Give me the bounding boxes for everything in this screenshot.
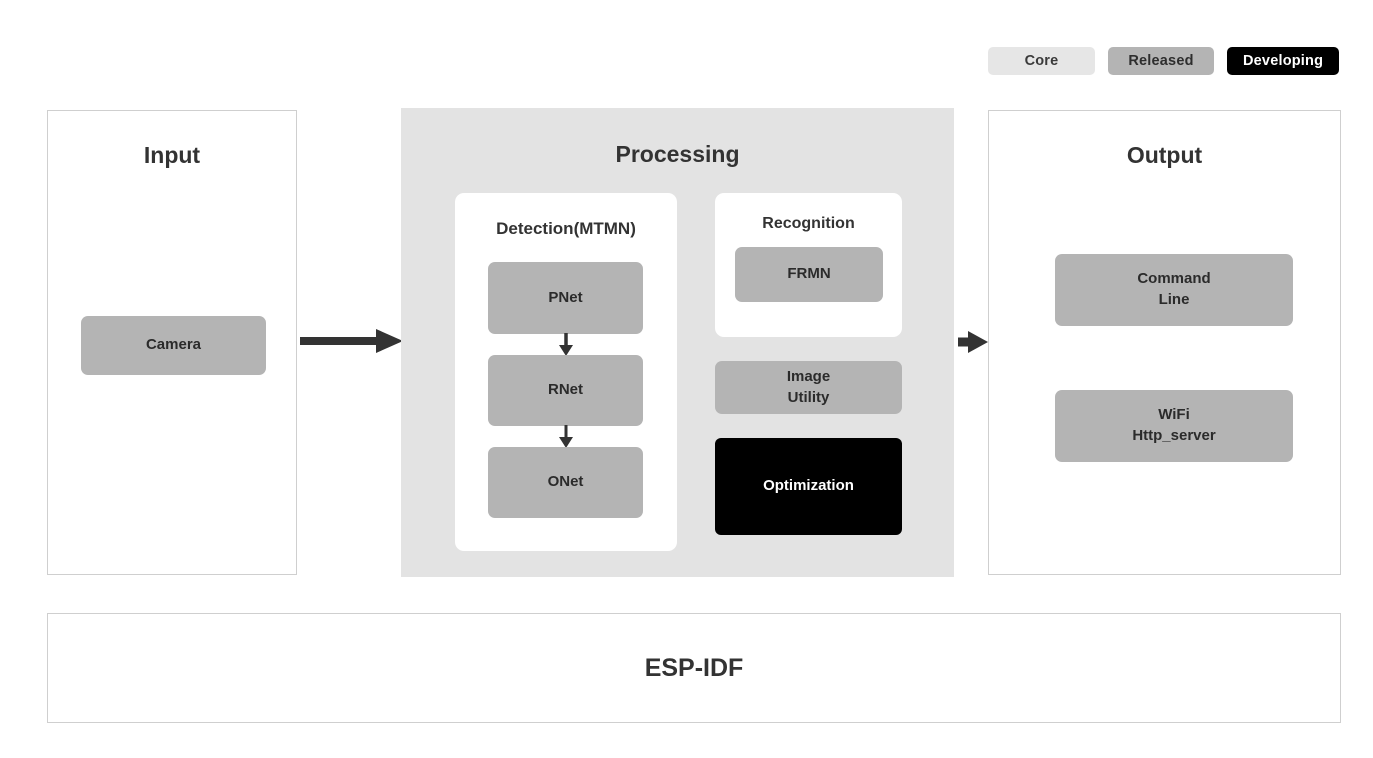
legend: Core Released Developing <box>988 47 1340 75</box>
arrow-pnet-to-rnet <box>558 333 574 362</box>
node-image-utility: Image Utility <box>715 361 902 414</box>
panel-processing: Processing Detection(MTMN) PNet RNet ONe… <box>401 108 954 577</box>
legend-chip-developing: Developing <box>1227 47 1340 75</box>
panel-output-title: Output <box>1126 142 1203 168</box>
arrow-input-to-processing <box>300 326 405 361</box>
node-frmn: FRMN <box>735 247 883 302</box>
panel-esp-idf-title: ESP-IDF <box>644 653 744 682</box>
card-detection: Detection(MTMN) PNet RNet ONet <box>455 193 677 551</box>
node-wifi-http-server: WiFi Http_server <box>1055 390 1293 462</box>
card-recognition-title: Recognition <box>762 215 855 232</box>
panel-input-title: Input <box>143 142 201 168</box>
panel-output: Output Command Line WiFi Http_server <box>988 110 1341 575</box>
node-onet: ONet <box>488 447 643 518</box>
panel-input: Input Camera <box>47 110 297 575</box>
panel-esp-idf: ESP-IDF <box>47 613 1341 723</box>
node-command-line: Command Line <box>1055 254 1293 326</box>
legend-chip-core: Core <box>988 47 1095 75</box>
legend-chip-released: Released <box>1108 47 1214 75</box>
panel-processing-title: Processing <box>615 141 740 167</box>
card-recognition: Recognition FRMN <box>715 193 902 337</box>
arrow-processing-to-output <box>958 329 990 360</box>
arrow-rnet-to-onet <box>558 425 574 454</box>
node-optimization: Optimization <box>715 438 902 535</box>
node-rnet: RNet <box>488 355 643 426</box>
node-camera: Camera <box>81 316 266 375</box>
card-detection-title: Detection(MTMN) <box>496 219 636 238</box>
node-pnet: PNet <box>488 262 643 334</box>
